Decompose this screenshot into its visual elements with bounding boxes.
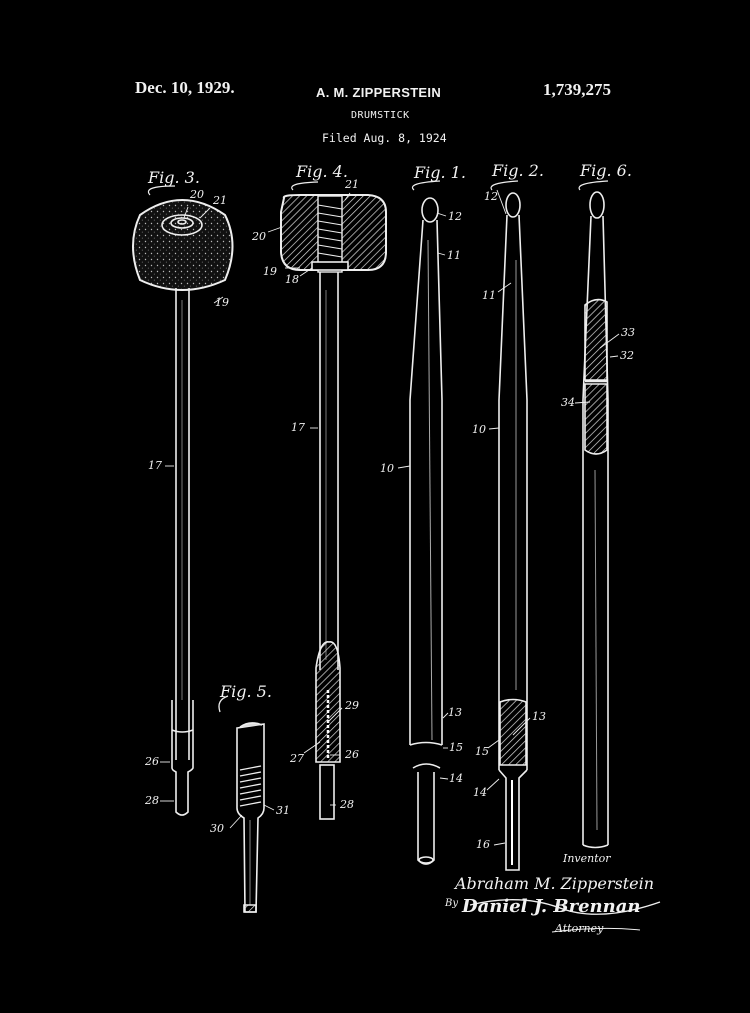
ref-f2-12: 12 (484, 190, 498, 203)
by-label: By (445, 898, 458, 909)
ref-f3-26: 26 (145, 755, 159, 768)
fig2-drumstick-drawing (498, 192, 528, 871)
ref-f4-29: 29 (345, 699, 359, 712)
ref-f2-16: 16 (476, 838, 490, 851)
patent-number: 1,739,275 (543, 80, 611, 99)
ref-f3-19: 19 (215, 296, 229, 309)
ref-f4-28: 28 (340, 798, 354, 811)
inventor-label: Inventor (563, 852, 611, 865)
ref-f2-11: 11 (482, 289, 496, 302)
ref-f4-26: 26 (345, 748, 359, 761)
ref-f1-10: 10 (380, 462, 394, 475)
ref-f2-15: 15 (475, 745, 489, 758)
ref-f1-12: 12 (448, 210, 462, 223)
inventor-heading: A. M. ZIPPERSTEIN (316, 85, 442, 100)
attorney-label: Attorney (555, 922, 604, 935)
fig1-drumstick-drawing (409, 197, 443, 865)
ref-f3-20: 20 (190, 188, 204, 201)
ref-f1-14: 14 (449, 772, 463, 785)
ref-f1-13: 13 (448, 706, 462, 719)
ref-f3-28: 28 (145, 794, 159, 807)
patent-date: Dec. 10, 1929. (135, 78, 235, 97)
ref-f2-14: 14 (473, 786, 487, 799)
fig4-mallet-drawing (280, 194, 387, 820)
fig2-label: Fig. 2. (492, 161, 544, 180)
fig5-ferrule-drawing (218, 695, 265, 913)
ref-f2-13: 13 (532, 710, 546, 723)
fig6-label: Fig. 6. (580, 161, 632, 180)
fig4-label: Fig. 4. (296, 162, 348, 181)
ref-f5-30: 30 (210, 822, 224, 835)
ref-f6-34: 34 (561, 396, 575, 409)
ref-f3-21: 21 (213, 194, 227, 207)
fig1-label: Fig. 1. (414, 163, 466, 182)
fig6-drumstick-drawing (582, 191, 609, 849)
inventor-signature: Abraham M. Zipperstein (455, 874, 655, 893)
ref-f4-27: 27 (290, 752, 304, 765)
fig3-label: Fig. 3. (148, 168, 200, 187)
ref-f2-10: 10 (472, 423, 486, 436)
ref-f1-11: 11 (447, 249, 461, 262)
filed-date: Filed Aug. 8, 1924 (322, 131, 447, 145)
ref-f5-31: 31 (276, 804, 290, 817)
ref-f4-19: 19 (263, 265, 277, 278)
ref-f6-33: 33 (621, 326, 635, 339)
ref-f4-17: 17 (291, 421, 305, 434)
ref-f6-32: 32 (620, 349, 634, 362)
attorney-signature: Daniel J. Brennan (462, 896, 641, 917)
ref-f4-20: 20 (252, 230, 266, 243)
patent-title: DRUMSTICK (351, 110, 410, 121)
ref-f3-17: 17 (148, 459, 162, 472)
fig3-mallet-drawing (132, 199, 234, 816)
fig5-label: Fig. 5. (220, 682, 272, 701)
ref-f4-18: 18 (285, 273, 299, 286)
ref-f4-21: 21 (345, 178, 359, 191)
ref-f1-15: 15 (449, 741, 463, 754)
